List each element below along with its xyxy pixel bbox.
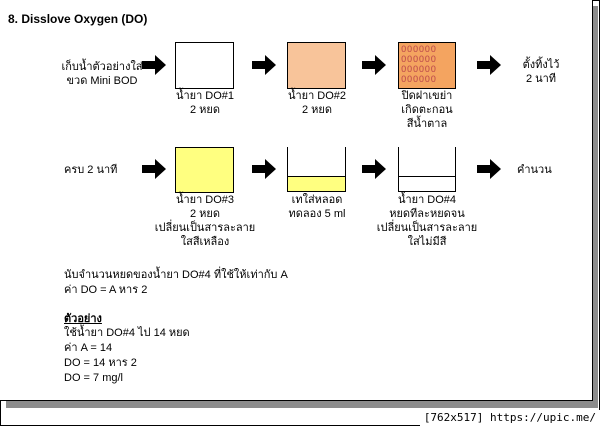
row2-step3-line-4: ใสไม่มีสี — [407, 236, 447, 248]
row1-start-line-2: ขวด Mini BOD — [66, 75, 138, 87]
example-line-3: DO = 14 หาร 2 — [64, 357, 137, 369]
arrow-right-icon — [477, 55, 501, 75]
section-title: 8. Disslove Oxygen (DO) — [8, 12, 148, 26]
test-tube-beaker-yellow — [287, 147, 346, 192]
yellow-liquid-fill — [288, 176, 345, 191]
row2-step2-line-1: เทใส่หลอด — [291, 194, 343, 206]
page-shadow-right — [592, 6, 598, 408]
page-shadow-bottom — [6, 400, 598, 408]
dots-row-1: OOOOOO — [401, 45, 437, 55]
row1-step1-caption: น้ำยา DO#1 2 หยด — [160, 89, 250, 117]
row1-step2-line-2: 2 หยด — [301, 104, 332, 116]
do3-yellow-box — [175, 147, 234, 193]
row1-step3-line-3: สีน้ำตาล — [406, 118, 448, 130]
do2-orange-box — [287, 42, 346, 89]
row1-step2-caption: น้ำยา DO#2 2 หยด — [272, 89, 362, 117]
row2-step1-caption: น้ำยา DO#3 2 หยด เปลี่ยนเป็นสารละลาย ใสส… — [148, 193, 262, 249]
document-page: 8. Disslove Oxygen (DO) เก็บน้ำตัวอย่างใ… — [0, 0, 593, 401]
arrow-right-icon — [252, 159, 276, 179]
row2-step1-line-3: เปลี่ยนเป็นสารละลาย — [154, 222, 256, 234]
clear-liquid-fill — [399, 176, 455, 191]
row2-step3-caption: น้ำยา DO#4 หยดทีละหยดจน เปลี่ยนเป็นสารละ… — [370, 193, 484, 249]
example-line-4: DO = 7 mg/l — [64, 372, 123, 384]
row2-step2-line-2: ทดลอง 5 ml — [288, 208, 346, 220]
dots-row-4: OOOOOO — [401, 75, 437, 85]
example-line-2: ค่า A = 14 — [64, 342, 113, 354]
row2-step1-line-4: ใสสีเหลือง — [180, 236, 230, 248]
row1-start-line-1: เก็บน้ำตัวอย่างใส่ — [61, 61, 143, 73]
row2-start-label: ครบ 2 นาที — [64, 164, 118, 176]
arrow-right-icon — [362, 55, 386, 75]
row1-step3-line-1: ปิดฝาเขย่า — [401, 90, 453, 102]
notes-line-2: ค่า DO = A หาร 2 — [64, 284, 148, 296]
row1-step3-caption: ปิดฝาเขย่า เกิดตะกอน สีน้ำตาล — [382, 89, 472, 131]
row1-step1-line-2: 2 หยด — [189, 104, 220, 116]
row1-end-line-2: 2 นาที — [525, 73, 557, 85]
row1-start-label: เก็บน้ำตัวอย่างใส่ ขวด Mini BOD — [44, 60, 160, 88]
row2-step2-caption: เทใส่หลอด ทดลอง 5 ml — [272, 193, 362, 221]
row1-step3-line-2: เกิดตะกอน — [401, 104, 453, 116]
dots-row-3: OOOOOO — [401, 65, 437, 75]
arrow-right-icon — [142, 55, 166, 75]
row2-step3-line-3: เปลี่ยนเป็นสารละลาย — [376, 222, 478, 234]
example-line-1: ใช้น้ำยา DO#4 ไป 14 หยด — [64, 327, 190, 339]
row1-end-line-1: ตั้งทิ้งไว้ — [522, 59, 560, 71]
row2-end-label: คำนวน — [517, 164, 552, 176]
row2-step1-line-1: น้ำยา DO#3 — [175, 194, 235, 206]
row1-step2-line-1: น้ำยา DO#2 — [287, 90, 347, 102]
arrow-right-icon — [252, 55, 276, 75]
row1-step1-line-1: น้ำยา DO#1 — [175, 90, 235, 102]
sample-bottle-white-box — [175, 42, 234, 89]
row1-end-label: ตั้งทิ้งไว้ 2 นาที — [509, 58, 573, 86]
row2-step1-line-2: 2 หยด — [189, 208, 220, 220]
row2-step3-line-2: หยดทีละหยดจน — [389, 208, 465, 220]
precipitate-brown-box: OOOOOO OOOOOO OOOOOO OOOOOO — [398, 42, 456, 89]
test-tube-beaker-clear — [398, 147, 456, 192]
precipitate-dots: OOOOOO OOOOOO OOOOOO OOOOOO — [401, 45, 453, 85]
arrow-right-icon — [477, 159, 501, 179]
arrow-right-icon — [362, 159, 386, 179]
example-heading: ตัวอย่าง — [64, 313, 102, 325]
image-host-watermark: [762x517] https://upic.me/ — [419, 410, 600, 426]
dots-row-2: OOOOOO — [401, 55, 437, 65]
row2-step3-line-1: น้ำยา DO#4 — [397, 194, 457, 206]
arrow-right-icon — [142, 159, 166, 179]
notes-line-1: นับจำนวนหยดของน้ำยา DO#4 ที่ใช้ให้เท่ากั… — [64, 269, 288, 281]
